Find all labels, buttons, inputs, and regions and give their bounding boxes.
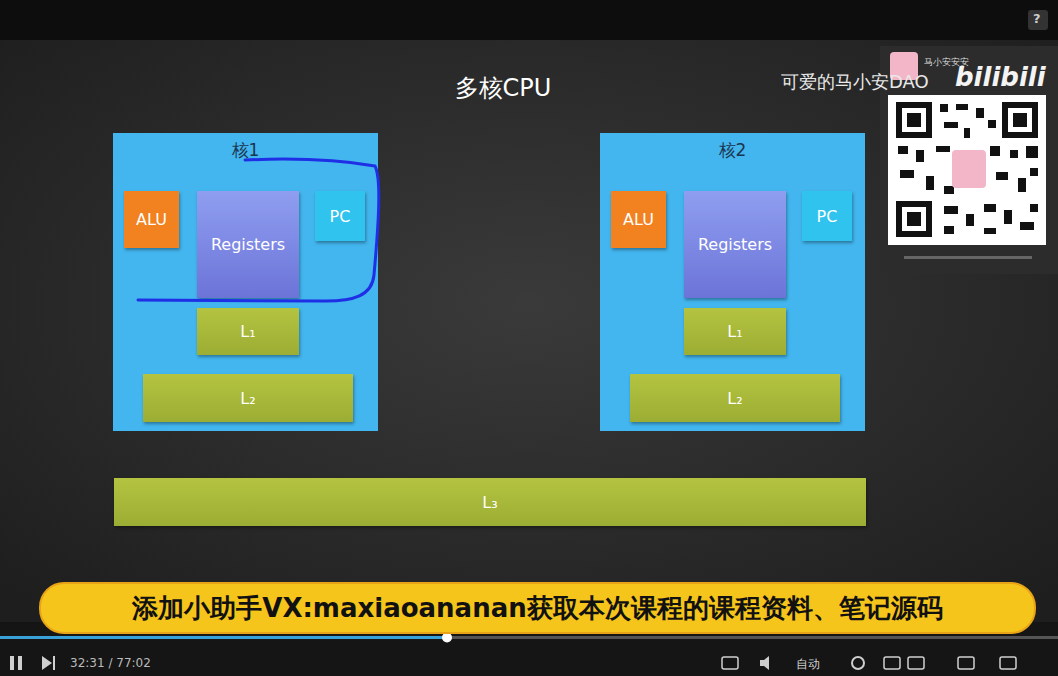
help-mark: ?: [1033, 11, 1041, 26]
progress-played: [0, 636, 447, 639]
node-label: L₃: [482, 493, 497, 512]
pc-box: PC: [315, 191, 365, 241]
node-label: PC: [330, 207, 351, 226]
node-label: L₁: [727, 322, 742, 341]
node-label: ALU: [623, 210, 654, 229]
player-controls: [10, 656, 1016, 670]
banner-text: 添加小助手VX:maxiaoananan获取本次课程的课程资料、笔记源码: [132, 591, 942, 626]
node-label: Registers: [211, 235, 285, 254]
alu-box: ALU: [124, 191, 179, 248]
register-box: Registers: [684, 191, 786, 298]
watermark: 可爱的马小安DAO: [781, 70, 929, 94]
banner: [40, 583, 1035, 633]
cache-box: L₁: [684, 308, 786, 355]
pc-box: PC: [802, 191, 852, 241]
node-label: 核2: [719, 139, 747, 162]
alu-box: ALU: [611, 191, 666, 248]
cache-box: L₁: [197, 308, 299, 355]
node-label: PC: [817, 207, 838, 226]
node-label: Registers: [698, 235, 772, 254]
node-label: L₁: [240, 322, 255, 341]
core-box: 核2ALU Registers PC L₁ L₂: [600, 133, 865, 431]
core-box: 核1ALU Registers PC L₁ L₂: [113, 133, 378, 431]
cache-box: L₂: [143, 374, 353, 422]
chalkboard: [0, 40, 1058, 622]
node-label: 核1: [232, 139, 260, 162]
cache-box: L₃: [114, 478, 866, 526]
uploader-name: 马小安安安: [924, 56, 969, 69]
qr-caption-blur: [904, 256, 1032, 259]
node-label: L₂: [727, 389, 742, 408]
qr-avatar: [952, 150, 986, 188]
node-label: ALU: [136, 210, 167, 229]
time-display: 32:31 / 77:02: [70, 656, 151, 670]
node-label: L₂: [240, 389, 255, 408]
help-icon: [1028, 10, 1048, 30]
qr-modules: [896, 102, 1038, 237]
register-box: Registers: [197, 191, 299, 298]
autoplay-label: 自动: [796, 656, 820, 673]
qr-code: [888, 95, 1046, 245]
top-bar: [0, 0, 1058, 40]
cache-box: L₂: [630, 374, 840, 422]
progress-track: [0, 636, 1058, 639]
